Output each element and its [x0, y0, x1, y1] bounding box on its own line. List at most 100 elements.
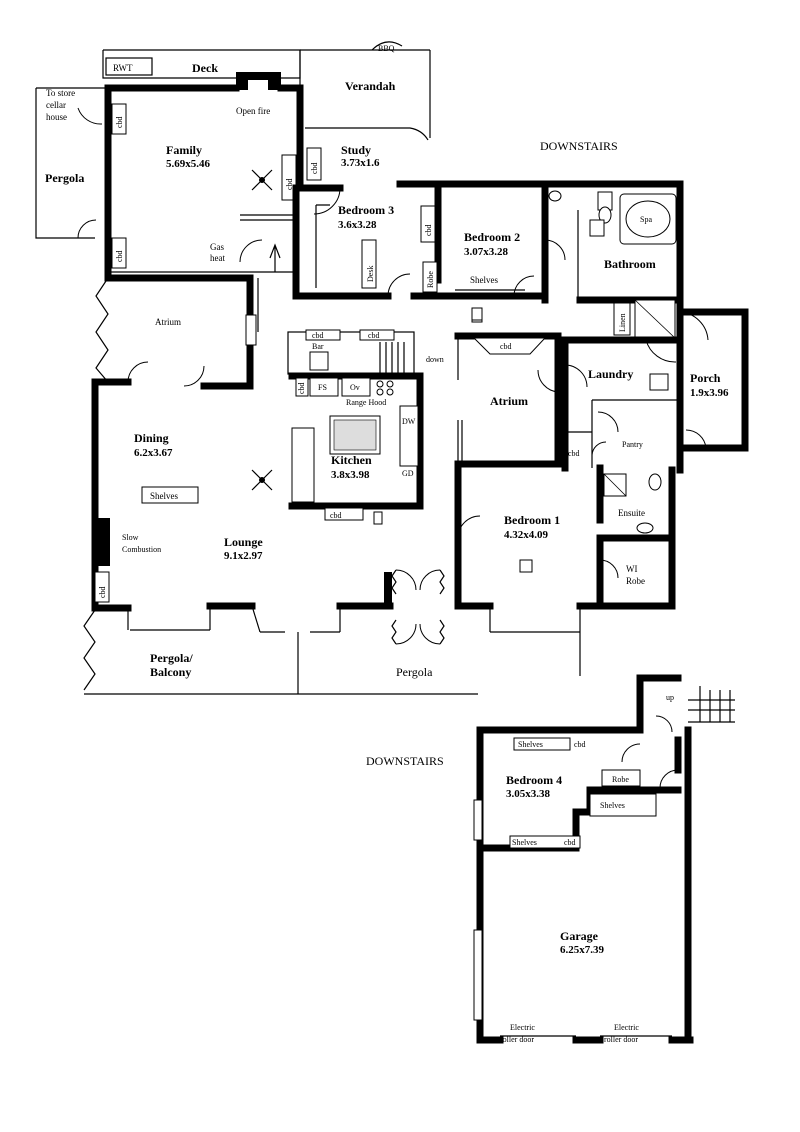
ov-label: Ov — [350, 383, 360, 392]
ceiling-fan-icon — [251, 169, 273, 491]
linen-label: Linen — [618, 313, 627, 332]
atrium-right-walls — [454, 309, 569, 468]
pantry-label: Pantry — [622, 440, 643, 449]
shelves-bedroom4-bottom-label: Shelves — [512, 838, 537, 847]
pergola-left-area — [35, 87, 105, 239]
cbd-kitchen-top-right: cbd — [368, 331, 380, 340]
study-bedroom3-walls — [292, 126, 444, 300]
down-label: down — [426, 355, 444, 364]
shelves-dining-label: Shelves — [150, 491, 178, 501]
robe-bedroom2-label: Robe — [426, 271, 435, 288]
ensuite-room-name: Ensuite — [618, 508, 645, 518]
laundry-walls — [561, 336, 684, 474]
porch-room-name: Porch — [690, 371, 721, 385]
robe-bedroom4-label: Robe — [612, 775, 629, 784]
cbd-kitchen-bottom: cbd — [330, 511, 342, 520]
shelves-bedroom4-top-label: Shelves — [518, 740, 543, 749]
laundry-room-name: Laundry — [588, 367, 633, 381]
kitchen-walls — [287, 307, 483, 525]
bedroom3-room-name: Bedroom 3 — [338, 203, 394, 217]
atrium-left-walls — [91, 274, 257, 390]
lounge-room-name: Lounge — [224, 535, 263, 549]
bbq-label: BBQ — [378, 44, 395, 53]
bathroom-walls — [541, 180, 684, 344]
cbd-lounge-label: cbd — [98, 586, 107, 598]
cbd-family-bottom-label: cbd — [115, 250, 124, 262]
downstairs-heading-lower: DOWNSTAIRS — [366, 754, 444, 768]
cbd-study-label: cbd — [310, 162, 319, 174]
study-room-dims: 3.73x1.6 — [341, 157, 380, 169]
cbd-bedroom3-label: cbd — [424, 224, 433, 236]
cbd-bedroom4-top-label: cbd — [574, 740, 586, 749]
garage-room-name: Garage — [560, 929, 599, 943]
open-fire-label: Open fire — [236, 106, 270, 116]
pergola-front-area — [84, 632, 581, 695]
kitchen-room-name: Kitchen — [331, 453, 372, 467]
store-label-1: To store — [46, 88, 75, 98]
range-hood-label: Range Hood — [346, 398, 386, 407]
garage-room-dims: 6.25x7.39 — [560, 944, 605, 956]
atrium-left-name: Atrium — [155, 317, 181, 327]
bedroom3-room-dims: 3.6x3.28 — [338, 219, 377, 231]
cbd-bedroom4-bottom-label: cbd — [564, 838, 576, 847]
store-label-2: cellar — [46, 100, 66, 110]
stairs-up-label: up — [666, 693, 674, 702]
roller-door-left-label-1: Electric — [510, 1023, 535, 1032]
shelves-bedroom2-label: Shelves — [470, 275, 498, 285]
wirobe-line2: Robe — [626, 576, 645, 586]
cbd-kitchen-top-left: cbd — [312, 331, 324, 340]
kitchen-room-dims: 3.8x3.98 — [331, 469, 370, 481]
atrium-right-name: Atrium — [490, 394, 528, 408]
gas-heat-label-2: heat — [210, 253, 225, 263]
lounge-french-doors — [384, 569, 445, 645]
bathroom-room-name: Bathroom — [604, 257, 656, 271]
bedroom4-room-name: Bedroom 4 — [506, 773, 562, 787]
cbd-family-top-label: cbd — [115, 116, 124, 128]
cbd-laundry-label: cbd — [568, 449, 580, 458]
family-room-name: Family — [166, 143, 202, 157]
porch-walls — [645, 308, 749, 452]
pergola-front-label: Pergola — [396, 665, 433, 679]
roller-door-right-label-1: Electric — [614, 1023, 639, 1032]
lower-floor-walls — [473, 674, 735, 1044]
wirobe-line1: WI — [626, 564, 638, 574]
bedroom2-walls — [410, 180, 566, 304]
dining-lounge-walls — [83, 278, 394, 691]
roller-door-left-label-2: roller door — [500, 1035, 534, 1044]
deck-label: Deck — [192, 61, 218, 75]
family-room-dims: 5.69x5.46 — [166, 158, 211, 170]
fs-label: FS — [318, 383, 327, 392]
bedroom4-room-dims: 3.05x3.38 — [506, 788, 551, 800]
slow-combustion-label-2: Combustion — [122, 545, 161, 554]
porch-room-dims: 1.9x3.96 — [690, 387, 729, 399]
spa-label: Spa — [640, 215, 652, 224]
cbd-family-right-label: cbd — [285, 178, 294, 190]
dining-room-name: Dining — [134, 431, 169, 445]
bedroom2-room-name: Bedroom 2 — [464, 230, 520, 244]
desk-label: Desk — [366, 266, 375, 282]
bedroom1-room-name: Bedroom 1 — [504, 513, 560, 527]
bar-label: Bar — [312, 342, 324, 351]
roller-door-right-label-2: roller door — [604, 1035, 638, 1044]
rwt-label: RWT — [113, 63, 133, 73]
lounge-room-dims: 9.1x2.97 — [224, 550, 263, 562]
store-label-3: house — [46, 112, 67, 122]
gd-label: GD — [402, 469, 414, 478]
cbd-kitchen-left: cbd — [297, 382, 306, 394]
dw-label: DW — [402, 417, 416, 426]
shelves-bedroom4-right-label: Shelves — [600, 801, 625, 810]
bedroom1-room-dims: 4.32x4.09 — [504, 529, 549, 541]
slow-combustion-label-1: Slow — [122, 533, 139, 542]
gas-heat-label-1: Gas — [210, 242, 224, 252]
study-room-name: Study — [341, 143, 371, 157]
bedroom1-walls — [454, 460, 676, 633]
pergola-balcony-label-2: Balcony — [150, 665, 191, 679]
downstairs-heading-upper: DOWNSTAIRS — [540, 139, 618, 153]
verandah-label: Verandah — [345, 79, 396, 93]
family-walls — [104, 72, 304, 276]
cbd-atrium-label: cbd — [500, 342, 512, 351]
pergola-balcony-label-1: Pergola/ — [150, 651, 193, 665]
bedroom2-room-dims: 3.07x3.28 — [464, 246, 509, 258]
dining-room-dims: 6.2x3.67 — [134, 447, 173, 459]
